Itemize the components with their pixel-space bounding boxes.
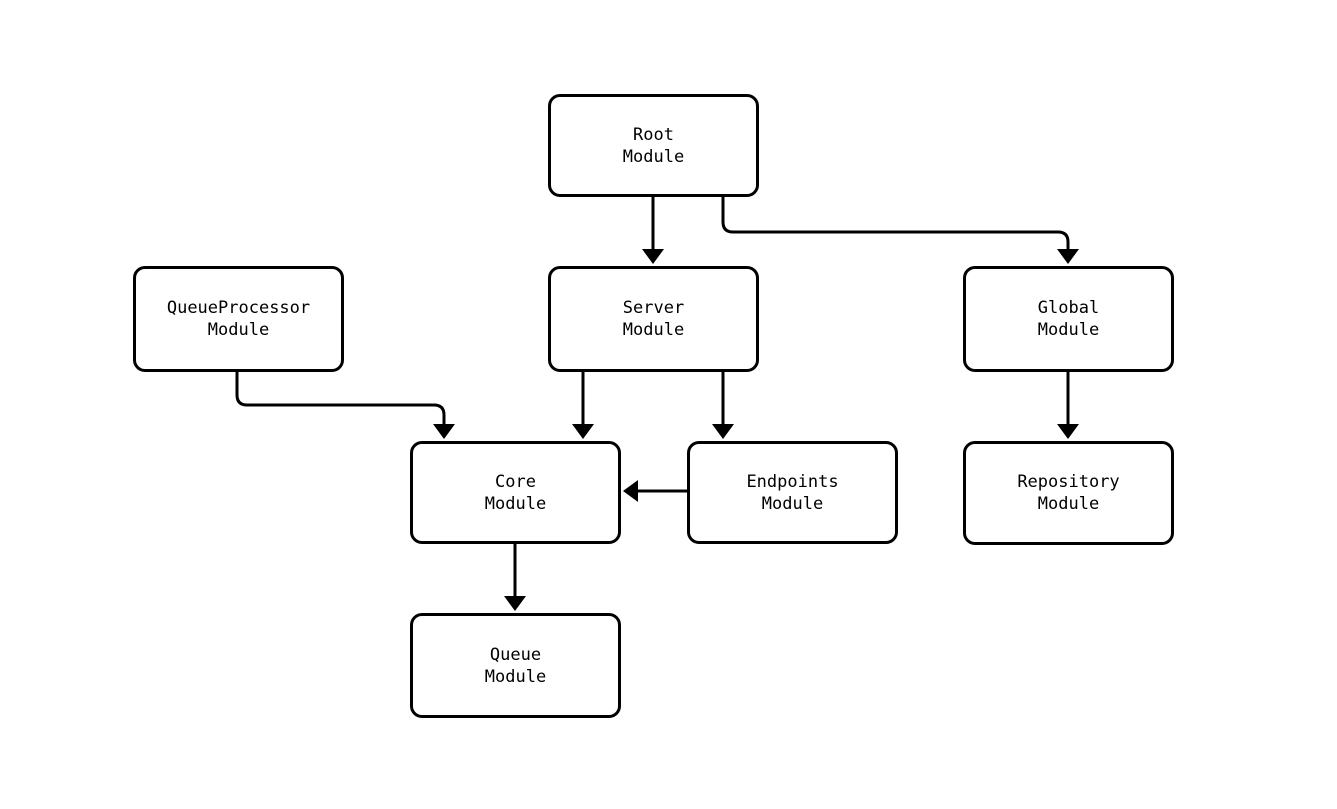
arrowheads-group (433, 249, 1079, 611)
node-label-secondary: Module (1037, 494, 1100, 514)
node-label-primary: Endpoints (746, 471, 839, 492)
node-label-secondary: Module (1037, 320, 1100, 340)
arrowhead-endpoints-to-core (623, 480, 638, 502)
node-label-primary: QueueProcessor (166, 298, 311, 318)
arrowhead-root-to-global (1057, 249, 1079, 264)
node-label-secondary: Module (484, 666, 547, 687)
node-label-primary: Global (1037, 298, 1100, 318)
edges-group (235, 197, 1070, 603)
edge-root-to-global (721, 197, 1070, 256)
node-label-primary: Core (495, 471, 536, 492)
arrowhead-core-to-queue (504, 596, 526, 611)
node-label-primary: Queue (489, 644, 542, 665)
node-label-secondary: Module (761, 493, 824, 514)
arrowhead-queueprocessor-to-core (433, 424, 455, 439)
arrowhead-global-to-repository (1057, 424, 1079, 439)
arrowhead-server-to-endpoints (712, 424, 734, 439)
node-label-secondary: Module (484, 493, 547, 514)
node-label-primary: Server (622, 298, 685, 318)
node-label-secondary: Module (622, 146, 685, 167)
node-label-secondary: Module (622, 320, 685, 340)
node-label-secondary: Module (207, 320, 270, 340)
arrowhead-root-to-server (642, 249, 664, 264)
node-label-primary: Repository (1017, 472, 1120, 492)
edge-queueprocessor-to-core (235, 372, 446, 431)
arrowhead-server-to-core (572, 424, 594, 439)
node-label-primary: Root (633, 124, 674, 145)
